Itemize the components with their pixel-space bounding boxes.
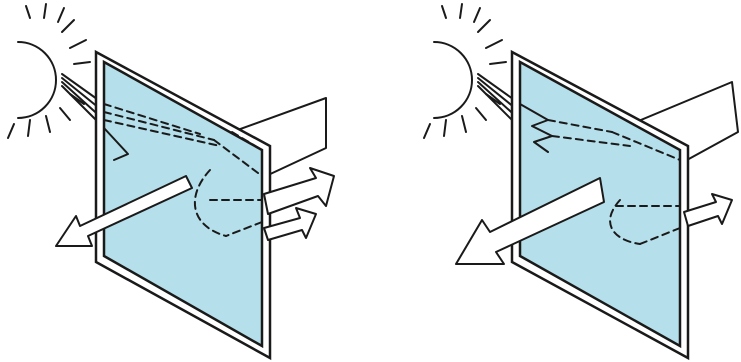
internal-rays — [519, 103, 681, 161]
glass-pane-icon — [510, 49, 690, 361]
reflected-arrow-icon — [263, 167, 335, 241]
reflected-arrow-icon — [683, 193, 733, 227]
reflected-beam-box — [611, 81, 739, 167]
internal-rays — [103, 103, 263, 177]
left-panel — [7, 3, 335, 361]
absorbed-curve — [194, 169, 263, 237]
sun-icon — [7, 3, 91, 139]
right-panel — [423, 3, 739, 361]
sun-icon — [423, 3, 507, 139]
glass-pane-icon — [94, 49, 272, 361]
reflected-beam-box — [231, 97, 327, 177]
transmitted-arrow-icon — [55, 175, 193, 247]
absorbed-curve — [609, 199, 681, 245]
transmitted-arrow-icon — [455, 177, 605, 265]
